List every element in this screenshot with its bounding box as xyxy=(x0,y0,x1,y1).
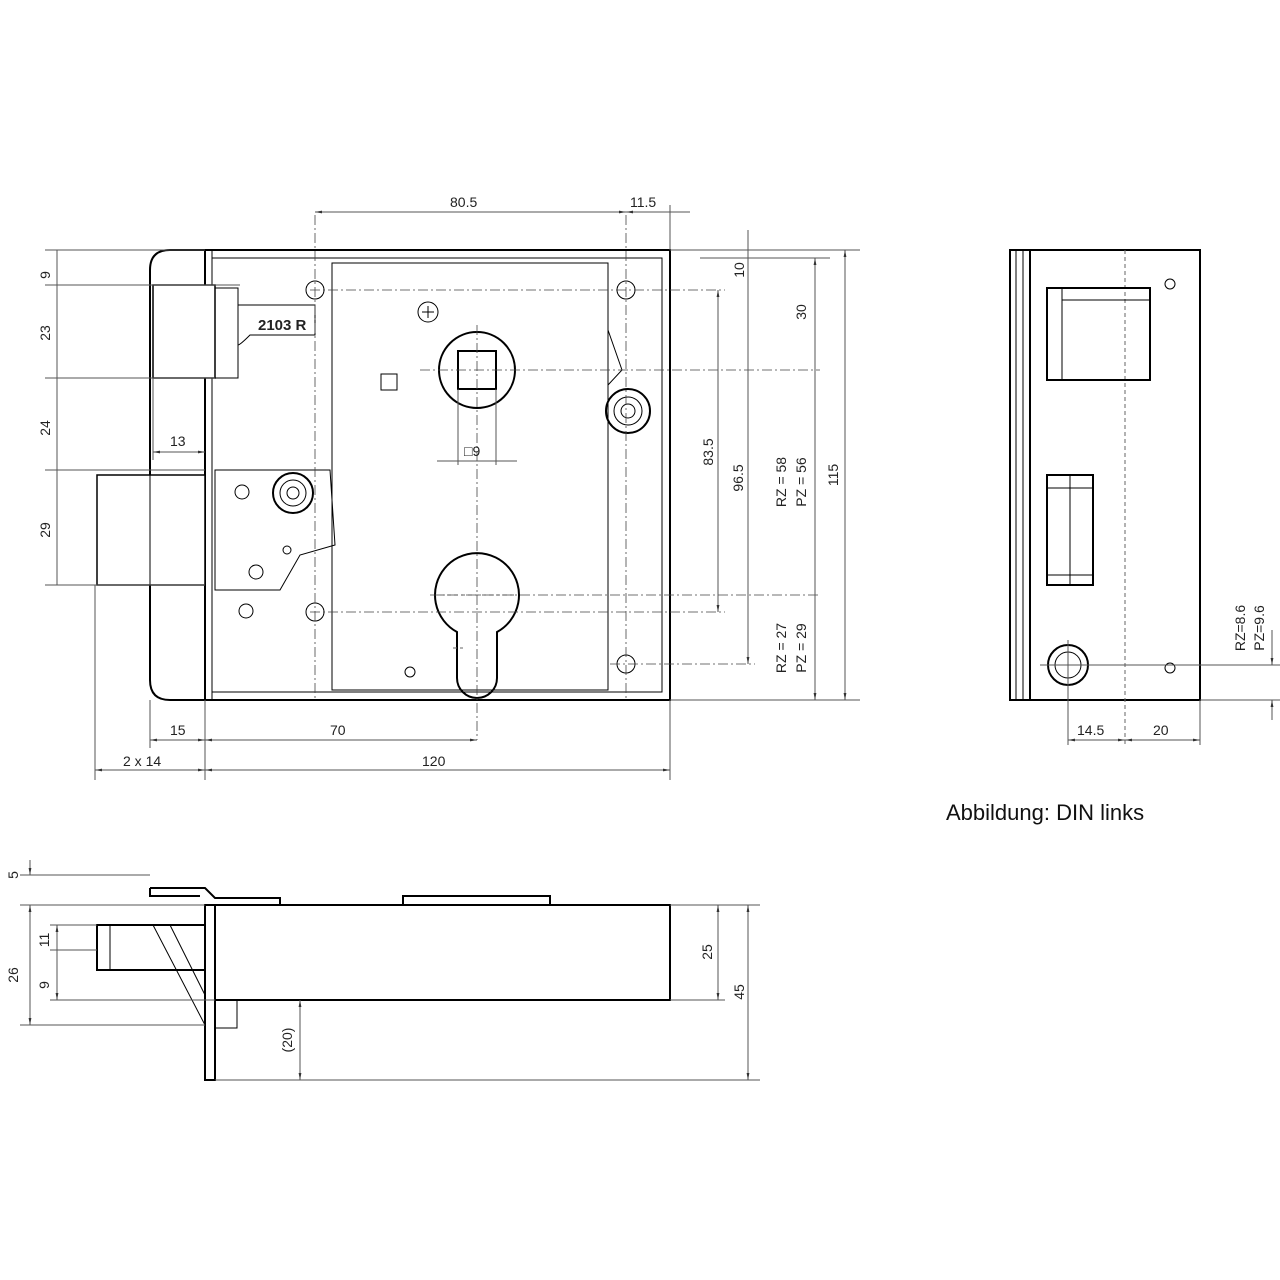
spring-coil xyxy=(272,472,314,514)
forend-flange xyxy=(149,887,281,905)
dim-14-5: 14.5 xyxy=(1077,722,1104,738)
front-view: 2103 R xyxy=(37,194,860,780)
case-body xyxy=(214,904,671,1001)
dim-rz-8-6: RZ=8.6 xyxy=(1232,605,1248,652)
dim-11-5: 11.5 xyxy=(630,194,656,210)
spring-arm xyxy=(607,329,623,386)
lever-hole xyxy=(238,603,254,619)
dim-70: 70 xyxy=(330,722,346,738)
caption: Abbildung: DIN links xyxy=(946,800,1144,825)
dim-23: 23 xyxy=(37,325,53,341)
dim-80-5: 80.5 xyxy=(450,194,477,210)
latch-bolt xyxy=(152,284,216,379)
dim-15: 15 xyxy=(170,722,186,738)
dim-30: 30 xyxy=(793,304,809,320)
forend-face xyxy=(1029,249,1201,701)
dim-square-9: □9 xyxy=(464,443,480,459)
latch-tail xyxy=(215,287,316,379)
dim-10: 10 xyxy=(731,262,747,278)
forend-edge xyxy=(1009,249,1031,701)
dim-25: 25 xyxy=(699,944,715,960)
dim-pz-9-6: PZ=9.6 xyxy=(1251,605,1267,651)
dim-pz-29: PZ = 29 xyxy=(793,623,809,673)
dim-83-5: 83.5 xyxy=(700,438,716,465)
cover-bump xyxy=(402,895,551,906)
dim-45: 45 xyxy=(731,984,747,1000)
dim-96-5: 96.5 xyxy=(730,464,746,491)
center-lines xyxy=(310,215,820,740)
bottom-view: 5 26 11 9 25 45 (20) xyxy=(5,860,760,1081)
dim-5: 5 xyxy=(5,871,21,879)
dim-120: 120 xyxy=(422,753,446,769)
spring-coil xyxy=(605,388,651,434)
dim-26: 26 xyxy=(5,967,21,983)
screw-icon xyxy=(417,301,439,323)
forend-plate xyxy=(204,904,216,1081)
screw-hole xyxy=(1164,278,1176,290)
cover-plate xyxy=(331,262,609,691)
dim-24: 24 xyxy=(37,420,53,436)
dim-2x14: 2 x 14 xyxy=(123,753,161,769)
dim-20: 20 xyxy=(1153,722,1169,738)
dim-pz-56: PZ = 56 xyxy=(793,457,809,507)
deadbolt xyxy=(96,474,206,586)
dim-9: 9 xyxy=(37,271,53,279)
dim-rz-27: RZ = 27 xyxy=(773,623,789,673)
lever-hole xyxy=(234,484,250,500)
cylinder-hole xyxy=(434,552,520,699)
dim-9-bottom: 9 xyxy=(36,981,52,989)
case-foot xyxy=(214,999,238,1029)
model-label: 2103 R xyxy=(258,317,307,334)
dimensions-front: 80.5 11.5 9 23 24 29 13 10 30 83.5 96.5 … xyxy=(37,194,860,780)
side-view: RZ=8.6 PZ=9.6 14.5 20 xyxy=(1009,249,1280,745)
bolt-lever xyxy=(214,469,336,591)
latch-bolt xyxy=(96,924,206,971)
rivet xyxy=(404,666,416,678)
lever-hole xyxy=(248,564,264,580)
dim-11: 11 xyxy=(36,933,52,948)
dim-rz-58: RZ = 58 xyxy=(773,457,789,507)
latch-opening xyxy=(1046,287,1151,381)
small-square xyxy=(380,373,398,391)
dim-29: 29 xyxy=(37,522,53,538)
dim-20-depth: (20) xyxy=(279,1028,295,1053)
dim-13: 13 xyxy=(170,433,186,449)
dim-115: 115 xyxy=(825,464,841,487)
screw-hole xyxy=(1164,662,1176,674)
lever-hole xyxy=(282,545,292,555)
